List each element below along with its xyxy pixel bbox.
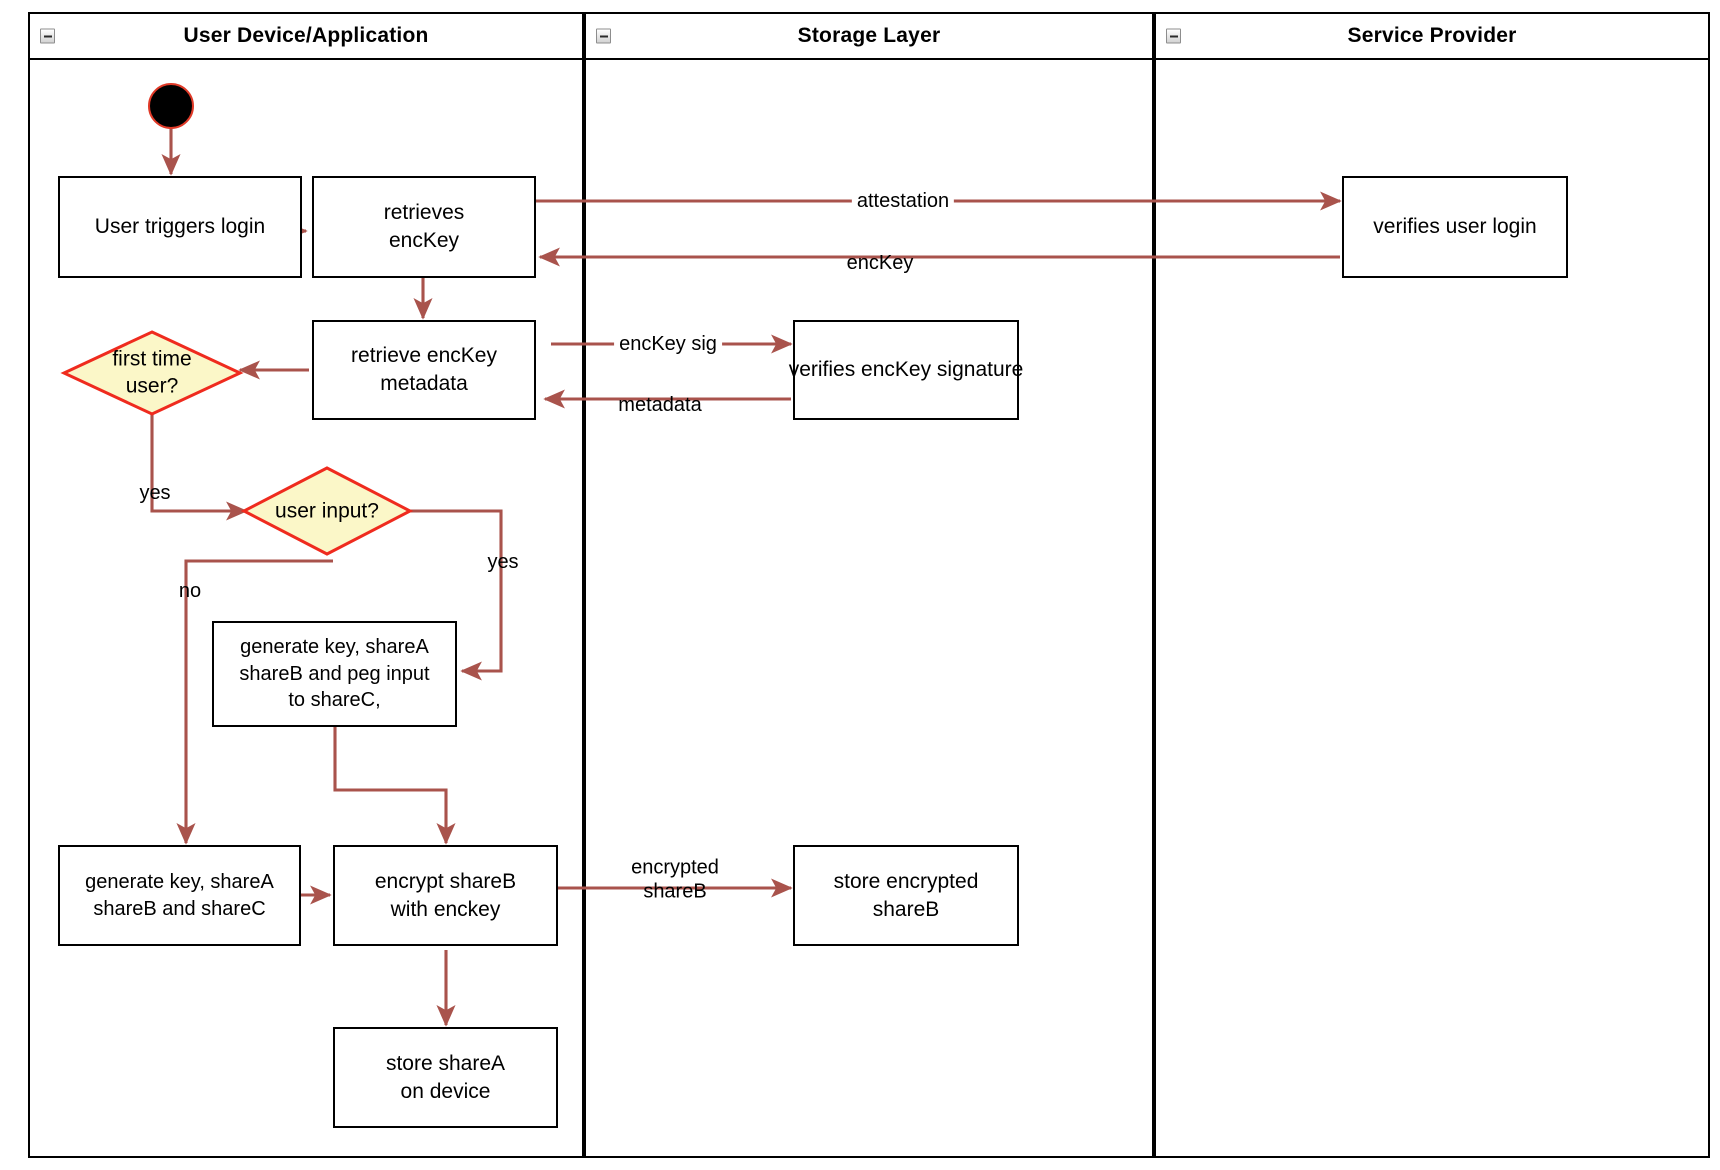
activity-label: encrypt shareB with enckey (374, 869, 517, 921)
lane-body-storage (584, 12, 1154, 1158)
decision-label: user input? (275, 499, 379, 523)
activity-retrieves-enckey[interactable]: retrieves encKey (312, 176, 536, 278)
activity-generate-key-peg-input[interactable]: generate key, shareA shareB and peg inpu… (212, 621, 457, 727)
activity-label: verifies user login (1373, 215, 1537, 239)
decision-first-time-user[interactable]: first time user? (60, 330, 244, 416)
activity-label: retrieves encKey (383, 201, 465, 252)
activity-label: generate key, shareA shareB and peg inpu… (239, 636, 430, 712)
edge-label-enckey-sig: encKey sig (614, 331, 722, 357)
lane-header-storage[interactable]: Storage Layer (584, 12, 1154, 60)
edge-label-metadata: metadata (618, 393, 702, 416)
activity-label: generate key, shareA shareB and shareC (85, 871, 274, 920)
activity-verifies-enckey-signature[interactable]: verifies encKey signature (789, 320, 1023, 420)
edge-label-yes-user-input: yes (487, 550, 519, 573)
start-node (148, 83, 194, 129)
activity-verifies-user-login[interactable]: verifies user login (1342, 176, 1568, 278)
collapse-minus-icon[interactable] (596, 28, 611, 44)
activity-user-triggers-login[interactable]: User triggers login (58, 176, 302, 278)
activity-generate-key-shares[interactable]: generate key, shareA shareB and shareC (58, 845, 301, 946)
collapse-minus-icon[interactable] (1166, 28, 1181, 44)
lane-title-service-provider: Service Provider (1347, 24, 1517, 47)
activity-store-sharea-on-device[interactable]: store shareA on device (333, 1027, 558, 1128)
edge-label-enckey: encKey (846, 251, 914, 274)
lane-title-storage: Storage Layer (797, 24, 941, 47)
edge-label-yes-first-time-user: yes (139, 481, 171, 504)
activity-label: store shareA on device (385, 1051, 506, 1103)
edge-label-encrypted-shareb: encrypted shareB (631, 856, 719, 903)
activity-retrieve-enckey-metadata[interactable]: retrieve encKey metadata (312, 320, 536, 420)
lane-title-user-device: User Device/Application (183, 24, 429, 47)
collapse-minus-icon[interactable] (40, 28, 55, 44)
activity-label: verifies encKey signature (788, 358, 1024, 382)
activity-store-encrypted-shareb[interactable]: store encrypted shareB (793, 845, 1019, 946)
lane-header-user-device[interactable]: User Device/Application (28, 12, 584, 60)
edge-label-no-user-input: no (178, 579, 202, 602)
lane-header-service-provider[interactable]: Service Provider (1154, 12, 1710, 60)
activity-label: User triggers login (94, 215, 266, 239)
activity-label: store encrypted shareB (833, 869, 979, 921)
decision-user-input[interactable]: user input? (240, 466, 414, 556)
activity-encrypt-shareb[interactable]: encrypt shareB with enckey (333, 845, 558, 946)
decision-label: first time user? (112, 347, 192, 398)
activity-label: retrieve encKey metadata (351, 344, 497, 395)
edge-label-attestation: attestation (851, 188, 955, 214)
